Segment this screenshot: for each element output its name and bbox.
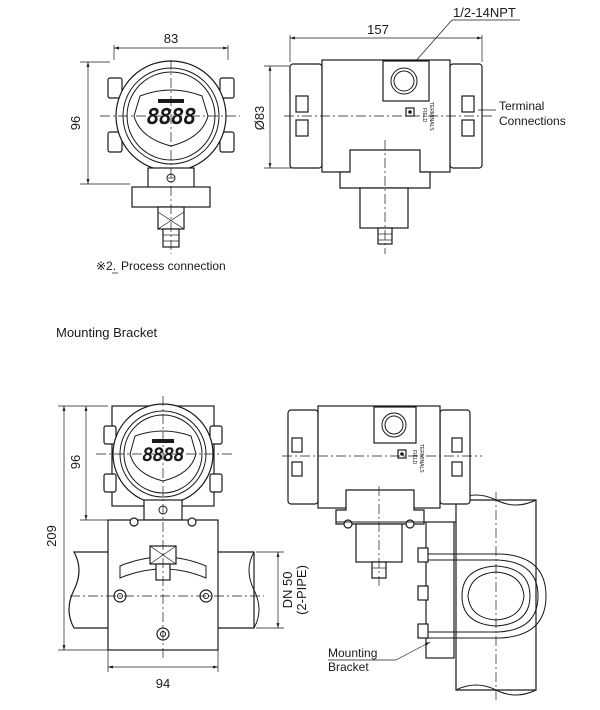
terminal-label-line1: Terminal [499, 99, 544, 113]
front-view-bracket: 96 209 94 8888 [44, 396, 309, 691]
bracket-width-dimension: 94 [156, 676, 170, 691]
width-dimension: 83 [164, 31, 178, 46]
pipe-label-line2: (2-PIPE) [294, 565, 309, 615]
process-note-mark: ※2. [96, 259, 116, 273]
diameter-dimension: Ø83 [252, 106, 267, 131]
conduit-label: 1/2-14NPT [453, 5, 516, 20]
bracket-field-terminals-line2: TERMINALS [418, 444, 424, 473]
side-view-bracket: FIELD TERMINALS Mounting Bracket [282, 405, 547, 700]
side-view-top: 157 1/2-14NPT Ø83 FIELD TERMINALS Termin… [252, 5, 566, 254]
field-terminals-line1: FIELD [421, 108, 427, 123]
bracket-field-terminals-line1: FIELD [411, 450, 417, 465]
bracket-display-digits: 8888 [142, 444, 184, 466]
field-terminals-line2: TERMINALS [428, 102, 434, 131]
pipe-label-line1: DN 50 [280, 572, 295, 609]
bracket-label-line2: Bracket [328, 660, 369, 674]
bracket-label-line1: Mounting [328, 646, 377, 660]
process-note-text: Process connection [121, 259, 226, 273]
terminal-label-line2: Connections [499, 114, 566, 128]
front-view-top: 83 96 8888 ※2. Pro [68, 31, 240, 274]
height-dimension: 96 [68, 116, 83, 130]
bracket-height-dimension: 96 [68, 455, 83, 469]
length-dimension: 157 [367, 22, 389, 37]
display-digits: 8888 [147, 105, 197, 130]
total-height-dimension: 209 [44, 525, 59, 547]
section-title: Mounting Bracket [56, 325, 158, 340]
